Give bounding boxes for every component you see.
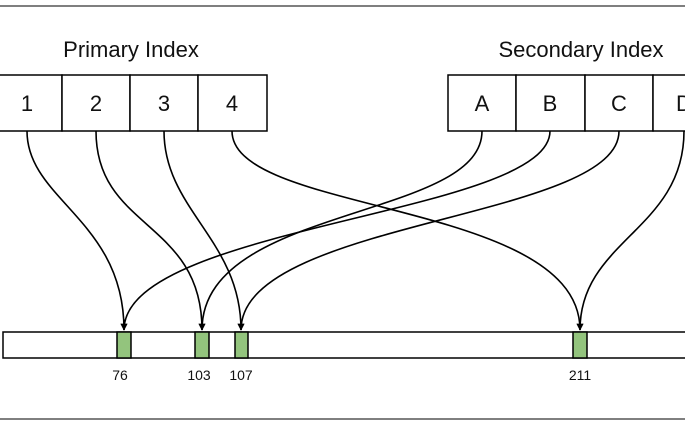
record-103 — [194, 331, 210, 359]
secondary-index-key: A — [475, 91, 490, 116]
primary-index-key: 2 — [90, 91, 102, 116]
secondary-index-key: C — [611, 91, 627, 116]
secondary-index: A B C D — [447, 74, 685, 132]
primary-index-key: 4 — [226, 91, 238, 116]
primary-index-cell — [61, 74, 131, 132]
pointer-arrows — [26, 130, 685, 331]
primary-index-title: Primary Index — [63, 37, 199, 62]
diagram-frame — [0, 5, 685, 420]
secondary-index-cell — [652, 74, 685, 132]
pointer-arrow-1-to-76 — [26, 130, 128, 331]
record-107 — [234, 331, 249, 359]
record-label: 211 — [569, 367, 592, 383]
pointer-arrow-a-to-103 — [198, 130, 483, 331]
record-76 — [116, 331, 132, 359]
secondary-index-key: B — [543, 91, 558, 116]
secondary-index-title: Secondary Index — [498, 37, 663, 62]
pointer-arrow-d-to-211 — [576, 130, 685, 331]
primary-index: 1 2 3 4 — [0, 74, 268, 132]
primary-index-key: 1 — [21, 91, 33, 116]
record-label: 103 — [187, 367, 211, 383]
record-label: 107 — [229, 367, 253, 383]
secondary-index-key: D — [676, 91, 685, 116]
record-211 — [572, 331, 588, 359]
storage-records: 76 103 107 211 — [112, 331, 592, 383]
primary-index-key: 3 — [158, 91, 170, 116]
pointer-arrow-c-to-107 — [237, 130, 620, 331]
pointer-arrow-3-to-107 — [163, 130, 245, 331]
pointer-arrow-4-to-211 — [231, 130, 584, 331]
pointer-arrow-2-to-103 — [95, 130, 206, 331]
record-label: 76 — [112, 367, 128, 383]
pointer-arrow-b-to-76 — [120, 130, 551, 331]
